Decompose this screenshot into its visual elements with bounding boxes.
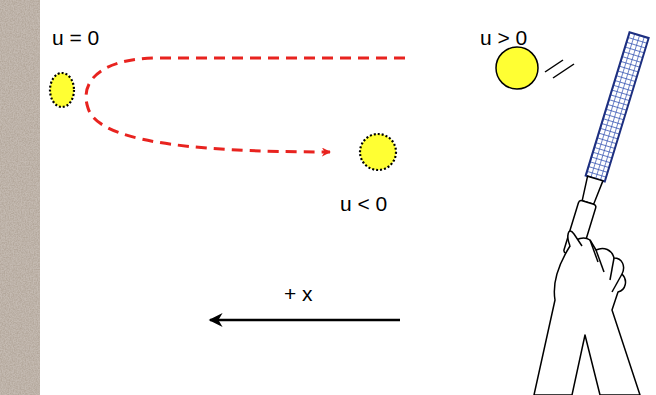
velocity-label: u = 0 bbox=[52, 26, 99, 49]
velocity-label: u < 0 bbox=[340, 192, 387, 215]
racket bbox=[562, 32, 648, 258]
wall bbox=[0, 0, 40, 395]
ball-incoming bbox=[496, 47, 538, 89]
motion-lines bbox=[545, 60, 574, 78]
axis-label: + x bbox=[284, 282, 313, 305]
velocity-label: u > 0 bbox=[480, 26, 527, 49]
axis-arrow bbox=[210, 319, 400, 322]
trajectory-path bbox=[86, 58, 405, 152]
ball-at-wall bbox=[50, 73, 74, 107]
ball-rebound bbox=[360, 134, 396, 170]
hand bbox=[534, 231, 640, 395]
